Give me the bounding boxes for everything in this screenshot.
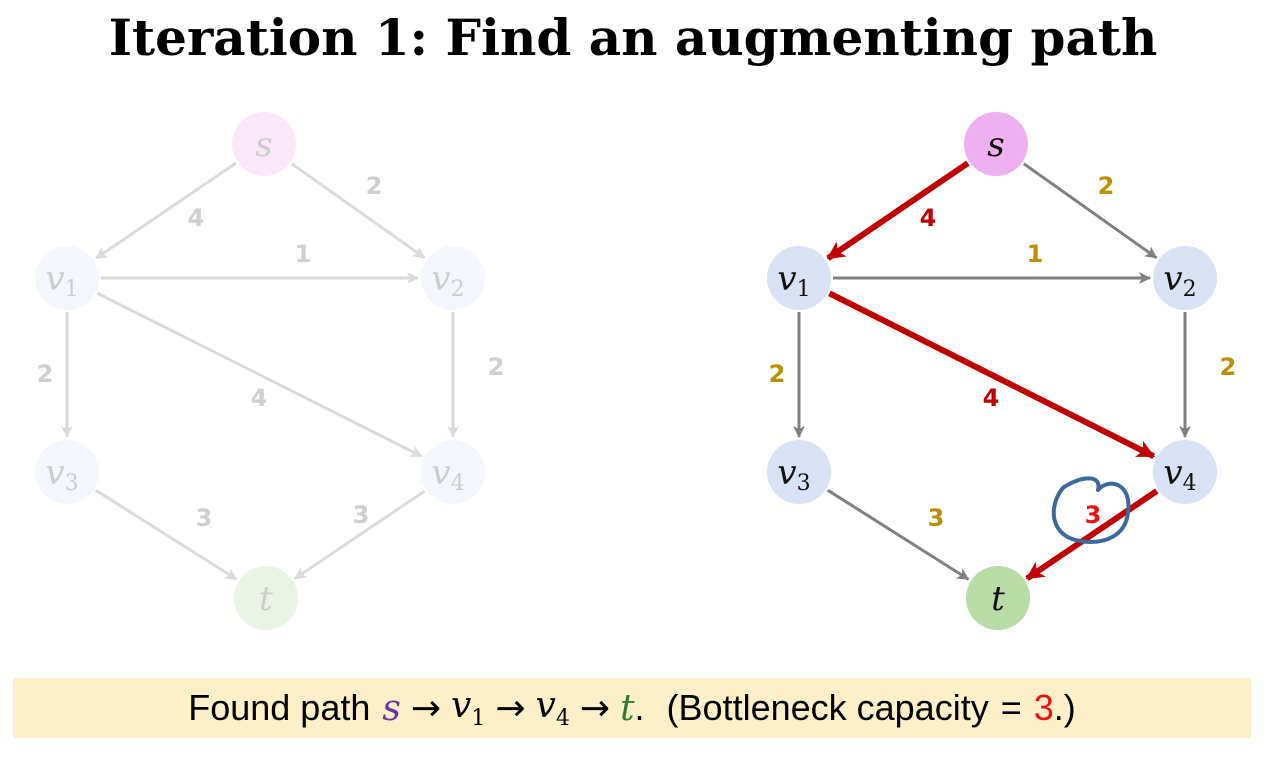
caption-v4-sub: 4 xyxy=(555,706,570,731)
edge-v1-v4 xyxy=(96,291,423,458)
caption-arrow-3: → xyxy=(579,687,611,729)
caption-period: . xyxy=(634,687,645,728)
caption-t: t xyxy=(620,687,635,729)
capacity-label-v1-v3: 2 xyxy=(769,360,786,388)
capacity-label-v1-v2: 1 xyxy=(1027,240,1044,268)
node-v1 xyxy=(767,246,831,310)
capacity-label-v2-v4: 2 xyxy=(488,353,505,381)
node-t xyxy=(966,566,1030,630)
node-label-s: s xyxy=(987,125,1004,165)
capacity-label-v4-t: 3 xyxy=(1085,501,1102,529)
caption-v1-base: v xyxy=(451,685,472,726)
edge-v3-t xyxy=(826,488,970,581)
caption-v4: v4 xyxy=(536,685,570,731)
caption-arrow-1: → xyxy=(410,687,442,729)
capacity-label-s-v1: 4 xyxy=(188,204,205,232)
caption-prefix: Found path xyxy=(188,687,371,728)
caption-equals: = xyxy=(1000,687,1022,728)
capacity-label-v3-t: 3 xyxy=(196,504,213,532)
node-v4 xyxy=(421,440,485,504)
node-s xyxy=(232,112,296,176)
caption-v1-sub: 1 xyxy=(471,706,486,731)
edge-v1-v4 xyxy=(828,290,1156,459)
capacity-label-s-v1: 4 xyxy=(920,204,937,232)
capacity-label-v4-t: 3 xyxy=(353,501,370,529)
node-v3 xyxy=(35,440,99,504)
edge-v4-t xyxy=(294,489,426,580)
capacity-label-v1-v2: 1 xyxy=(295,240,312,268)
node-label-v3: v3 xyxy=(777,453,810,496)
caption-s: s xyxy=(382,687,401,729)
node-v4 xyxy=(1153,440,1217,504)
page-title: Iteration 1: Find an augmenting path xyxy=(108,8,1158,67)
caption-arrow-2: → xyxy=(495,687,526,729)
node-v1 xyxy=(35,246,99,310)
edge-s-v2 xyxy=(1022,162,1158,259)
edge-v3-t xyxy=(94,488,238,581)
edge-v4-t xyxy=(1025,488,1159,581)
capacity-label-v2-v4: 2 xyxy=(1220,353,1237,381)
edge-s-v2 xyxy=(290,162,426,259)
node-v2 xyxy=(421,246,485,310)
caption-close: .) xyxy=(1053,687,1076,728)
capacity-label-s-v2: 2 xyxy=(1098,172,1115,200)
caption-v1: v1 xyxy=(451,685,485,731)
edge-s-v1 xyxy=(95,161,237,260)
node-v2 xyxy=(1153,246,1217,310)
capacity-label-v1-v4: 4 xyxy=(251,384,268,412)
caption-v4-base: v xyxy=(535,685,556,726)
node-label-t: t xyxy=(991,579,1005,619)
capacity-label-v1-v4: 4 xyxy=(983,384,1000,412)
caption-bottleneck-label: (Bottleneck capacity xyxy=(666,687,989,728)
node-t xyxy=(234,566,298,630)
node-s xyxy=(964,112,1028,176)
node-label-s: s xyxy=(255,125,272,165)
caption-bottleneck-value: 3 xyxy=(1033,687,1054,728)
edge-s-v1 xyxy=(826,160,970,261)
capacity-label-v3-t: 3 xyxy=(928,504,945,532)
bottleneck-annotation-scribble xyxy=(1051,476,1131,544)
capacity-label-v1-v3: 2 xyxy=(37,360,54,388)
caption-bar: Found path s → v1 → v4 → t . (Bottleneck… xyxy=(13,678,1251,738)
node-v3 xyxy=(767,440,831,504)
capacity-label-s-v2: 2 xyxy=(366,172,383,200)
node-label-t: t xyxy=(259,579,273,619)
